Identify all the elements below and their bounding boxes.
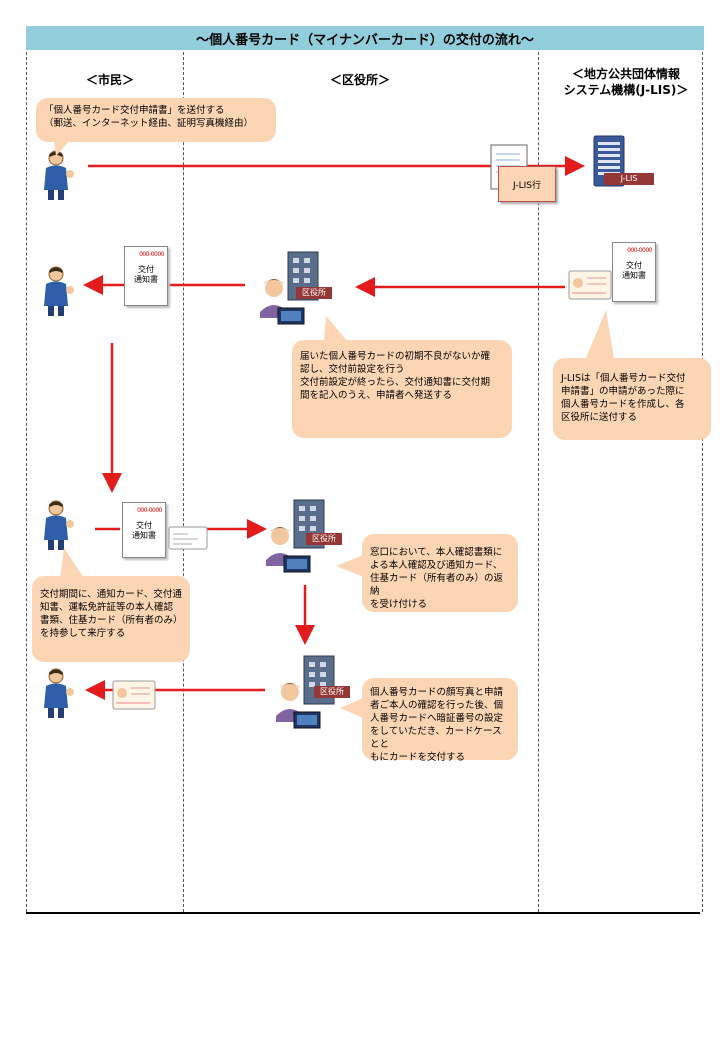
- callout-line: 者ご本人の確認を行った後、個: [370, 700, 504, 711]
- notice-label-line2: 通知書: [132, 531, 156, 540]
- callout-line: 書類、住基カード（所有者のみ）: [40, 615, 183, 626]
- callout-line: もにカードを交付する: [370, 752, 466, 763]
- ward-office-label: 区役所: [306, 533, 342, 545]
- callout-line: 個人番号カードを作成し、各: [561, 399, 685, 410]
- callout-line: よる本人確認及び通知カード、: [370, 560, 503, 571]
- notice-label-line1: 交付: [626, 261, 642, 270]
- column-jlis-line2: システム機構(J-LIS)＞: [563, 83, 689, 97]
- callout-line: 窓口において、本人確認書類に: [370, 547, 503, 558]
- notice-code: 000-0000: [627, 247, 652, 254]
- citizen-figure-icon: [44, 668, 74, 718]
- callout-line: （郵送、インターネット経由、証明写真機経由）: [44, 118, 254, 129]
- callout-pointer: [324, 316, 348, 342]
- column-ward-office: ＜区役所＞: [329, 73, 390, 87]
- callout-line: 知書、運転免許証等の本人確認: [40, 602, 174, 613]
- bottom-border: [26, 912, 700, 914]
- callout-step1-application: 「個人番号カード交付申請書」を送付する （郵送、インターネット経由、証明写真機経…: [36, 98, 276, 142]
- notice-code: 000-0000: [139, 251, 164, 258]
- my-number-card-icon: [112, 680, 156, 710]
- citizen-figure-icon: [44, 150, 74, 200]
- callout-citizen-visit: 交付期間に、通知カード、交付通 知書、運転免許証等の本人確認 書類、住基カード（…: [32, 576, 190, 662]
- callout-ward-hand-over: 個人番号カードの顔写真と申請 者ご本人の確認を行った後、個 人番号カードへ暗証番…: [362, 678, 518, 763]
- notice-label-line1: 交付: [138, 265, 154, 274]
- callout-line: を持参して来庁する: [40, 628, 126, 639]
- jlis-addressee-envelope: J-LIS行: [498, 166, 556, 202]
- callout-line: 住基カード（所有者のみ）の返納: [370, 573, 504, 597]
- id-card-icon: [568, 270, 612, 300]
- notice-code: 000-0000: [137, 507, 162, 514]
- callout-line: 間を記入のうえ、申請者へ発送する: [300, 390, 453, 401]
- jlis-server-label: J-LIS: [604, 173, 654, 185]
- callout-line: 区役所に送付する: [561, 412, 638, 423]
- callout-line: をしていただき、カードケースとと: [370, 726, 502, 750]
- callout-line: 「個人番号カード交付申請書」を送付する: [44, 105, 225, 116]
- lane-divider-2: [538, 52, 539, 912]
- callout-pointer: [336, 554, 366, 578]
- callout-ward-counter: 窓口において、本人確認書類に よる本人確認及び通知カード、 住基カード（所有者の…: [362, 534, 518, 612]
- callout-ward-check: 届いた個人番号カードの初期不良がないか確 認し、交付前設定を行う 交付前設定が終…: [292, 340, 512, 438]
- callout-line: 人番号カードへ暗証番号の設定: [370, 713, 504, 724]
- ward-office-label: 区役所: [314, 686, 350, 698]
- notice-label-line1: 交付: [136, 521, 152, 530]
- callout-line: 認し、交付前設定を行う: [300, 364, 405, 375]
- callout-line: 申請書」の申請があった際に: [561, 386, 685, 397]
- notice-label-line2: 通知書: [134, 275, 158, 284]
- citizen-figure-icon: [44, 500, 74, 550]
- callout-line: 個人番号カードの顔写真と申請: [370, 687, 504, 698]
- jlis-addressee-label: J-LIS行: [513, 180, 541, 191]
- callout-line: を受け付ける: [370, 599, 428, 610]
- notification-card-icon: [168, 526, 208, 550]
- callout-line: 交付前設定が終ったら、交付通知書に交付期: [300, 377, 491, 388]
- lane-border-left: [26, 52, 27, 912]
- lane-divider-1: [183, 52, 184, 912]
- callout-jlis-issue: J-LISは「個人番号カード交付 申請書」の申請があった際に 個人番号カードを作…: [553, 358, 711, 440]
- callout-pointer: [340, 696, 368, 720]
- callout-line: 交付期間に、通知カード、交付通: [40, 589, 182, 600]
- notice-label-line2: 通知書: [622, 271, 646, 280]
- column-jlis: ＜地方公共団体情報 システム機構(J-LIS)＞: [548, 66, 704, 98]
- notice-document-jlis: 000-0000 交付 通知書: [612, 242, 656, 302]
- callout-line: 届いた個人番号カードの初期不良がないか確: [300, 351, 491, 362]
- lane-border-right: [702, 52, 703, 912]
- notice-document-visit: 000-0000 交付 通知書: [122, 502, 166, 558]
- column-citizen: ＜市民＞: [85, 73, 134, 87]
- callout-pointer: [586, 310, 614, 358]
- callout-pointer: [54, 140, 70, 156]
- column-jlis-line1: ＜地方公共団体情報: [571, 67, 680, 81]
- page-title: ～個人番号カード（マイナンバーカード）の交付の流れ～: [26, 26, 704, 50]
- callout-line: J-LISは「個人番号カード交付: [561, 373, 686, 384]
- callout-pointer: [60, 548, 84, 578]
- notice-document-citizen: 000-0000 交付 通知書: [124, 246, 168, 306]
- ward-office-label: 区役所: [296, 287, 332, 299]
- citizen-figure-icon: [44, 266, 74, 316]
